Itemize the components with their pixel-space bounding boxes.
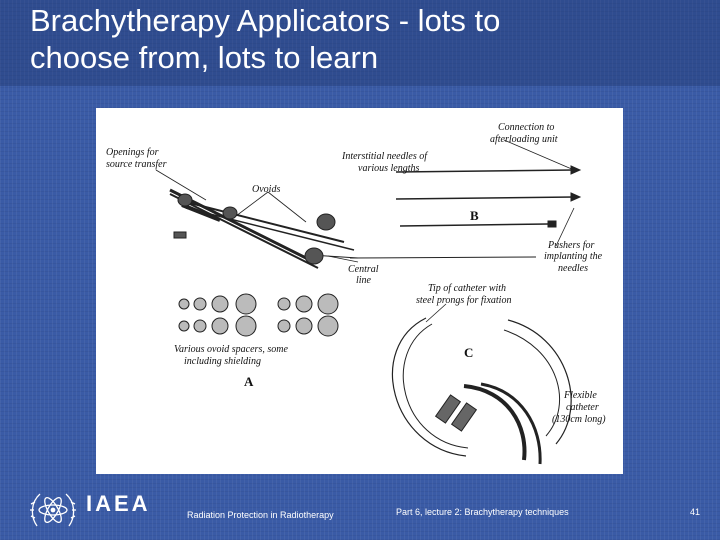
ovoid-shapes: [173, 193, 336, 265]
label-flexible-3: (130cm long): [552, 414, 606, 425]
label-tip-2: steel prongs for fixation: [416, 295, 511, 306]
label-pushers-2: implanting the: [544, 251, 603, 262]
label-flexible-1: Flexible: [563, 390, 597, 401]
label-pushers-3: needles: [558, 263, 588, 274]
footer-course-title: Radiation Protection in Radiotherapy: [187, 510, 334, 520]
spacer-shapes: [178, 293, 339, 337]
label-ovoids: Ovoids: [252, 184, 280, 195]
label-spacers-1: Various ovoid spacers, some: [174, 344, 288, 355]
page-number: 41: [690, 507, 701, 517]
label-openings-1: Openings for: [106, 147, 159, 158]
label-tip-1: Tip of catheter with: [428, 283, 506, 294]
label-connection-1: Connection to: [498, 122, 554, 133]
label-flexible-2: catheter: [566, 402, 599, 413]
catheter-drawing: [391, 317, 572, 465]
needles-drawing: [349, 165, 582, 259]
label-openings-2: source transfer: [106, 159, 167, 170]
label-connection-2: afterloading unit: [490, 134, 558, 145]
label-pushers-1: Pushers for: [547, 240, 595, 251]
label-needles-2: various lengths: [358, 163, 419, 174]
figure-labels: Openings for source transfer Ovoids Inte…: [106, 122, 606, 425]
section-label-c: C: [464, 345, 473, 360]
label-spacers-2: including shielding: [184, 356, 261, 367]
footer-lecture-title: Part 6, lecture 2: Brachytherapy techniq…: [396, 507, 569, 517]
section-label-a: A: [244, 374, 254, 389]
ovoid-applicator-drawing: [169, 188, 359, 269]
label-needles-1: Interstitial needles of: [341, 151, 428, 162]
iaea-atom-logo-icon: [30, 493, 76, 527]
slide-title-line-2: choose from, lots to learn: [30, 40, 379, 75]
label-central-2: line: [356, 275, 372, 286]
leader-lines: [155, 139, 575, 323]
applicator-figure: Openings for source transfer Ovoids Inte…: [96, 108, 623, 474]
slide-title-line-1: Brachytherapy Applicators - lots to: [30, 3, 501, 38]
title-band: [0, 0, 720, 86]
slide-title: Brachytherapy Applicators - lots to choo…: [30, 2, 700, 76]
section-label-b: B: [470, 208, 479, 223]
label-central-1: Central: [348, 264, 379, 275]
brand-name: IAEA: [86, 491, 151, 516]
applicator-drawing: Openings for source transfer Ovoids Inte…: [106, 122, 606, 465]
